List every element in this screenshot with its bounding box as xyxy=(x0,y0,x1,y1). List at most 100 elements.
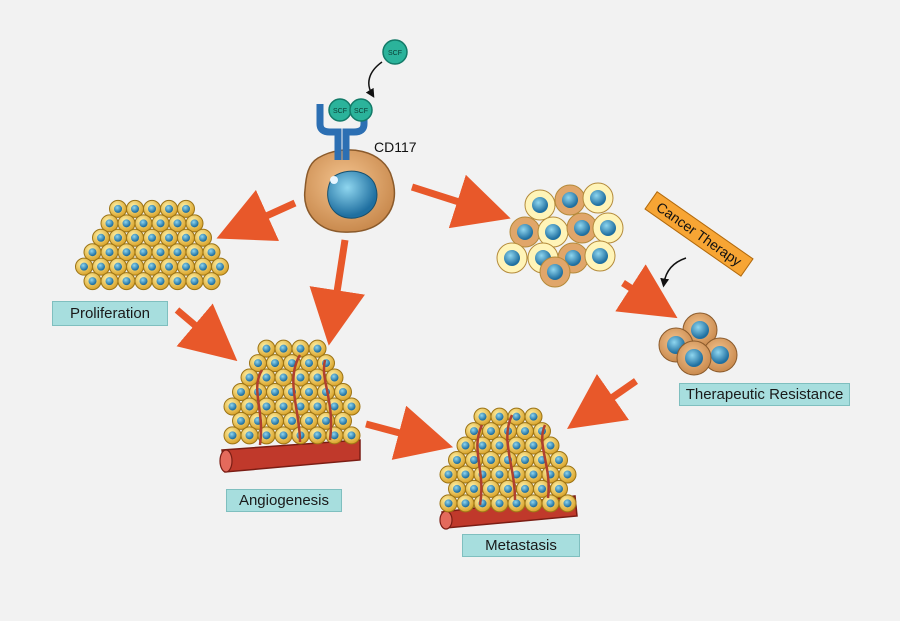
therapy-arrow xyxy=(660,257,687,288)
tumor-cell-nucleus xyxy=(182,204,190,213)
tumor-cell-nucleus xyxy=(88,277,97,286)
tumor-cell-nucleus xyxy=(538,484,546,493)
therapeutic-resistance-label: Therapeutic Resistance xyxy=(679,383,850,406)
tumor-cell-nucleus xyxy=(296,402,305,411)
tumor-cell-nucleus xyxy=(529,499,538,508)
tumor-cell-nucleus xyxy=(521,484,529,493)
bound-scf-label-1: SCF xyxy=(333,108,347,115)
tumor-cell-nucleus xyxy=(288,416,296,425)
tumor-cell-nucleus xyxy=(339,388,347,396)
tumor-cell-nucleus xyxy=(512,441,521,450)
tumor-cell-nucleus xyxy=(156,248,165,257)
tumor-cell-nucleus xyxy=(262,402,271,411)
resistant-cell-cluster xyxy=(658,312,738,376)
tumor-cell-nucleus xyxy=(279,373,288,382)
tumor-cell-nucleus xyxy=(190,277,199,286)
tumor-cell-nucleus xyxy=(279,431,288,440)
tumor-cell-nucleus xyxy=(495,499,504,508)
tumor-cell-nucleus xyxy=(313,402,322,411)
tumor-cell-nucleus xyxy=(313,373,322,382)
tumor-cell-nucleus xyxy=(478,441,487,450)
tumor-cell-nucleus xyxy=(148,204,156,213)
tumor-cell-nucleus xyxy=(305,416,313,425)
metastasis-label: Metastasis xyxy=(462,534,580,557)
tumor-cell-nucleus xyxy=(347,431,356,440)
tumor-cell-nucleus xyxy=(461,470,470,479)
tumor-cell-nucleus xyxy=(296,344,305,353)
tumor-cell-nucleus xyxy=(512,499,521,508)
free-scf-label: SCF xyxy=(388,50,402,57)
tumor-cell-nucleus xyxy=(313,431,322,440)
tumor-cell-nucleus xyxy=(228,431,237,440)
arrow-cell-to-proliferation xyxy=(216,189,297,241)
tumor-cell-nucleus xyxy=(495,412,504,421)
tumor-cell-nucleus xyxy=(271,388,279,396)
tumor-cell-nucleus xyxy=(165,233,173,242)
tumor-cell-nucleus xyxy=(322,416,330,425)
tumor-cell-nucleus xyxy=(245,402,254,411)
tumor-cell-nucleus xyxy=(330,402,339,411)
tumor-cell-nucleus xyxy=(122,219,131,228)
tumor-cell-nucleus xyxy=(262,373,271,382)
arrow-proliferation-to-angiogenesis xyxy=(174,303,238,362)
tumor-cell-nucleus xyxy=(470,484,478,493)
tumor-cell-nucleus xyxy=(105,277,114,286)
tumor-cell-nucleus xyxy=(237,416,245,425)
tumor-cell-nucleus xyxy=(80,262,88,271)
tumor-cell-nucleus xyxy=(296,373,305,382)
tumor-cell-nucleus xyxy=(495,441,504,450)
tumor-cell-nucleus xyxy=(279,344,288,353)
tumor-cell-nucleus xyxy=(114,262,122,271)
tumor-cell-nucleus xyxy=(122,248,131,257)
proliferation-label: Proliferation xyxy=(52,301,168,326)
tumor-cell-nucleus xyxy=(555,484,563,493)
arrow-target-to-resistance xyxy=(615,264,678,319)
tumor-cell-nucleus xyxy=(254,359,262,368)
bound-scf-label-2: SCF xyxy=(354,108,368,115)
target-cell-nucleus xyxy=(547,264,563,280)
tumor-cell-nucleus xyxy=(148,262,156,271)
tumor-cell-nucleus xyxy=(330,431,339,440)
tumor-cell-nucleus xyxy=(97,233,105,242)
tumor-cell-nucleus xyxy=(216,262,224,271)
tumor-cell-nucleus xyxy=(487,427,495,436)
tumor-cell-nucleus xyxy=(245,373,254,382)
tumor-cell-nucleus xyxy=(199,233,207,242)
tumor-cell-nucleus xyxy=(529,412,538,421)
arrow-resistance-to-metastasis xyxy=(567,374,638,429)
tumor-cell-nucleus xyxy=(228,402,237,411)
tumor-cell-nucleus xyxy=(237,388,245,396)
tumor-cell-nucleus xyxy=(262,344,271,353)
central-cell xyxy=(303,149,396,233)
target-cell-nucleus xyxy=(532,197,548,213)
tumor-cell-nucleus xyxy=(271,359,279,368)
tumor-cell-nucleus xyxy=(182,262,190,271)
therapy-target-cell-cluster xyxy=(496,182,624,288)
resistant-cell-nucleus xyxy=(711,346,729,364)
tumor-cell-nucleus xyxy=(546,441,555,450)
tumor-cell-nucleus xyxy=(156,219,165,228)
target-cell-nucleus xyxy=(545,224,561,240)
target-cell-nucleus xyxy=(600,220,616,236)
tumor-cell-nucleus xyxy=(305,359,313,368)
tumor-cell-nucleus xyxy=(339,416,347,425)
tumor-cell-nucleus xyxy=(122,277,131,286)
target-cell-nucleus xyxy=(562,192,578,208)
tumor-cell-nucleus xyxy=(512,470,521,479)
tumor-cell-nucleus xyxy=(470,427,478,436)
tumor-cell-nucleus xyxy=(305,388,313,396)
cd117-receptor xyxy=(316,104,368,160)
resistant-cell-nucleus xyxy=(691,321,709,339)
free-scf-ligand xyxy=(382,39,408,65)
target-cell-nucleus xyxy=(590,190,606,206)
tumor-cell-nucleus xyxy=(288,359,296,368)
tumor-cell-nucleus xyxy=(487,484,495,493)
tumor-cell-nucleus xyxy=(478,412,487,421)
tumor-cell-nucleus xyxy=(156,277,165,286)
tumor-cell-nucleus xyxy=(182,233,190,242)
target-cell-nucleus xyxy=(504,250,520,266)
angiogenesis-label: Angiogenesis xyxy=(226,489,342,512)
tumor-cell-nucleus xyxy=(114,204,122,213)
tumor-cell-nucleus xyxy=(105,248,114,257)
